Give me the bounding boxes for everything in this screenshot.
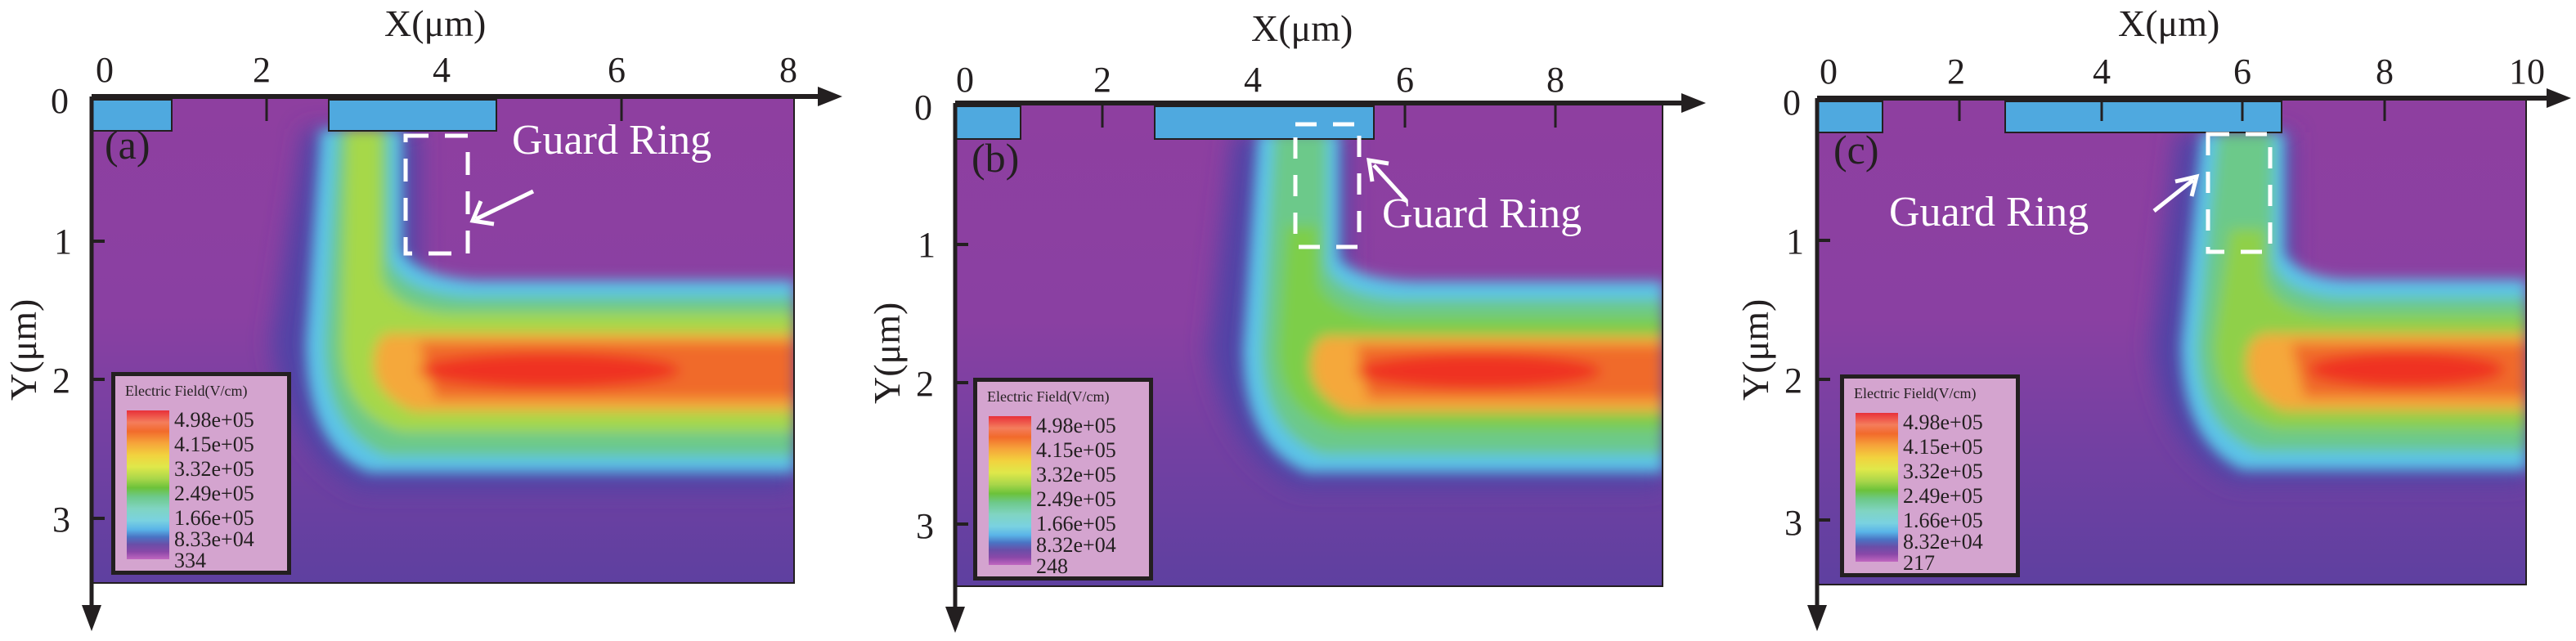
x-tick: 6	[608, 50, 626, 90]
colorbar-legend: Electric Field(V/cm) 4.98e+05 4.15e+05 3…	[973, 378, 1153, 580]
y-tick: 2	[916, 364, 934, 404]
x-tick: 0	[956, 60, 974, 100]
axes-b	[945, 93, 1706, 633]
panel-label: (c)	[1833, 127, 1879, 173]
heatmap-a	[92, 96, 795, 584]
colorbar-title: Electric Field(V/cm)	[1854, 385, 1977, 401]
colorbar-value: 1.66e+05	[1903, 509, 1983, 532]
colorbar-value: 4.98e+05	[1903, 410, 1983, 434]
y-tick: 3	[52, 500, 70, 540]
guard-ring-annotation: Guard Ring	[1889, 189, 2089, 235]
colorbar-value: 4.15e+05	[174, 433, 254, 456]
y-tick: 0	[914, 87, 932, 128]
colorbar-value: 4.98e+05	[174, 408, 254, 432]
guard-ring-annotation: Guard Ring	[512, 117, 712, 164]
colorbar-value: 1.66e+05	[1036, 512, 1116, 536]
colorbar-legend: Electric Field(V/cm) 4.98e+05 4.15e+05 3…	[1840, 374, 2020, 577]
colorbar-value: 4.15e+05	[1036, 438, 1116, 462]
panel-label: (a)	[105, 122, 150, 168]
guard-ring-annotation: Guard Ring	[1382, 191, 1582, 237]
x-axis-title: X(μm)	[2118, 2, 2220, 44]
colorbar-value: 3.32e+05	[1036, 463, 1116, 486]
x-axis-title: X(μm)	[384, 2, 487, 44]
x-tick: 8	[1546, 60, 1564, 100]
x-tick: 2	[253, 50, 271, 90]
y-tick: 2	[1784, 361, 1802, 401]
colorbar-value: 2.49e+05	[1903, 484, 1983, 508]
y-tick: 0	[1783, 83, 1801, 123]
y-tick: 0	[51, 81, 69, 121]
y-tick: 3	[916, 506, 934, 546]
colorbar-value: 217	[1903, 551, 1935, 575]
x-tick: 8	[2376, 52, 2394, 92]
colorbar-gradient	[127, 410, 169, 559]
x-tick: 2	[1947, 52, 1965, 92]
colorbar-value: 8.32e+04	[1903, 530, 1983, 554]
colorbar-value: 8.32e+04	[1036, 533, 1116, 557]
colorbar-gradient	[1856, 413, 1898, 562]
heatmap-b	[955, 103, 1663, 587]
colorbar-value: 1.66e+05	[174, 506, 254, 530]
y-tick: 1	[1786, 222, 1804, 262]
colorbar-title: Electric Field(V/cm)	[987, 388, 1110, 405]
y-tick: 3	[1784, 503, 1802, 543]
colorbar-value: 2.49e+05	[174, 482, 254, 505]
x-tick: 0	[1820, 52, 1838, 92]
x-tick: 0	[96, 50, 114, 90]
colorbar-value: 4.15e+05	[1903, 435, 1983, 459]
y-tick: 1	[918, 225, 936, 265]
x-tick: 6	[2233, 52, 2251, 92]
y-tick: 1	[54, 222, 72, 262]
x-tick: 10	[2509, 52, 2545, 92]
panel-label: (b)	[972, 135, 1020, 181]
colorbar-value: 2.49e+05	[1036, 487, 1116, 511]
x-axis-title: X(μm)	[1251, 7, 1353, 49]
colorbar-title: Electric Field(V/cm)	[125, 383, 248, 399]
colorbar-value: 248	[1036, 554, 1068, 578]
colorbar-value: 4.98e+05	[1036, 414, 1116, 437]
colorbar-value: 3.32e+05	[174, 457, 254, 481]
panel-c: X(μm) 0 2 4 6 8 10 0 1 2 3 Y(μm)	[1717, 0, 2576, 641]
colorbar-gradient	[989, 416, 1031, 565]
x-tick: 4	[1244, 60, 1262, 100]
x-tick: 4	[433, 50, 451, 90]
colorbar-legend: Electric Field(V/cm) 4.98e+05 4.15e+05 3…	[111, 372, 291, 575]
colorbar-value: 8.33e+04	[174, 527, 254, 551]
x-tick: 8	[779, 50, 797, 90]
x-tick: 2	[1093, 60, 1111, 100]
panel-b: X(μm) 0 2 4 6 8 0 1 2 3 Y(μm)	[859, 0, 1717, 641]
axes-c	[1807, 88, 2571, 631]
colorbar-value: 3.32e+05	[1903, 459, 1983, 483]
x-tick: 6	[1396, 60, 1414, 100]
axes-a	[82, 87, 842, 631]
x-tick: 4	[2093, 52, 2111, 92]
y-tick: 2	[52, 361, 70, 401]
colorbar-value: 334	[174, 549, 206, 572]
panel-a: X(μm) 0 2 4 6 8 0 1 2 3 Y(μm)	[0, 0, 859, 641]
